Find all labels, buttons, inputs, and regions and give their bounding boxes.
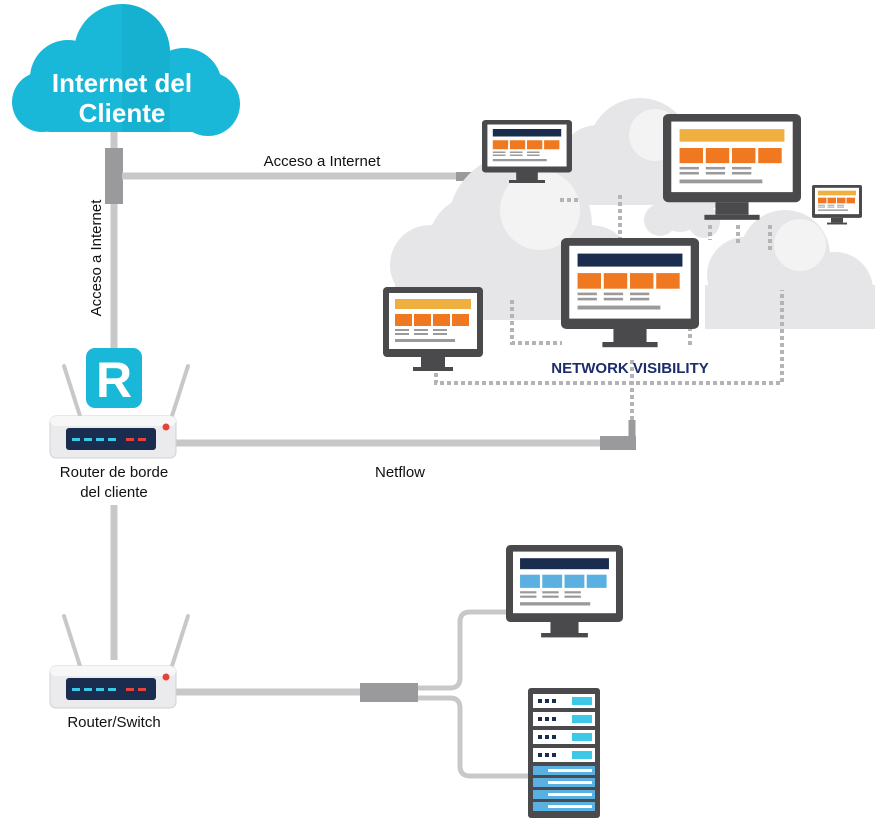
- server-rack: [528, 688, 600, 818]
- router-logo-badge: R: [86, 348, 142, 408]
- router-logo-letter: R: [96, 352, 132, 408]
- cloud-title-line1: Internet del: [52, 68, 192, 98]
- internet-cloud: Internet del Cliente: [12, 4, 240, 136]
- lan-monitor: [506, 545, 623, 638]
- hub-to-server-link: [418, 695, 532, 779]
- netflow-connector: [600, 436, 636, 450]
- internet-access-horizontal-label: Acceso a Internet: [264, 153, 382, 170]
- cloud-connector-block: [105, 148, 123, 204]
- cloud-title-line2: Cliente: [79, 98, 166, 128]
- switch-hub-connector: [360, 683, 418, 702]
- monitor-left: [383, 287, 483, 371]
- monitor-center: [561, 238, 699, 348]
- switch: [48, 614, 190, 710]
- internet-access-vertical-label: Acceso a Internet: [88, 199, 105, 317]
- switch-label: Router/Switch: [67, 714, 160, 731]
- hub-to-monitor-link: [418, 609, 520, 691]
- edge-router-label-line2: del cliente: [80, 484, 148, 501]
- edge-router-label-line1: Router de borde: [60, 464, 168, 481]
- network-visibility-label: NETWORK VISIBILITY: [551, 360, 709, 377]
- monitor-small-right: [812, 185, 862, 225]
- netflow-label: Netflow: [375, 464, 425, 481]
